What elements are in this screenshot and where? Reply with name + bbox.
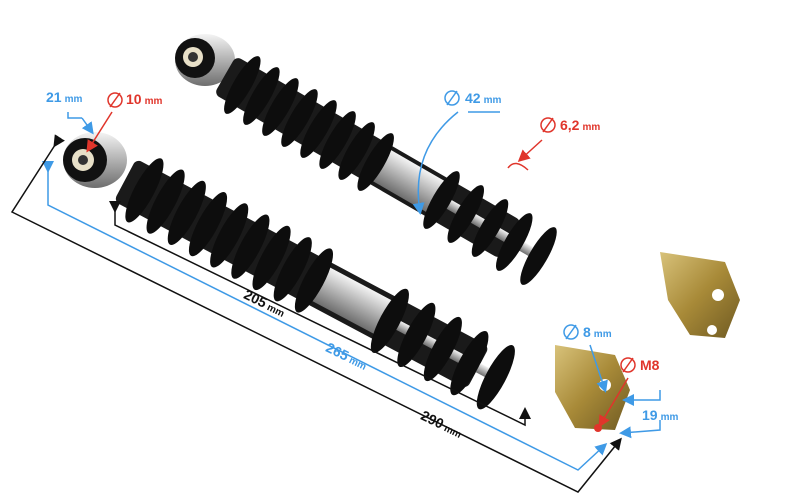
dim-fork-width-lines	[619, 390, 661, 439]
front-shock-top-eye	[63, 132, 127, 188]
label-spring-diameter-unit: mm	[483, 95, 502, 106]
label-eye-bore-unit: mm	[144, 96, 163, 107]
label-wire-diameter-unit: mm	[582, 122, 601, 133]
dim-wire-diameter-lines	[507, 117, 556, 171]
label-fork-slot-unit: mm	[593, 329, 612, 340]
label-wire-diameter-value: 6,2	[560, 117, 580, 133]
label-eye-bore-value: 10	[126, 91, 142, 107]
label-spring-diameter-value: 42	[465, 90, 481, 106]
label-fork-width-value: 19	[642, 407, 658, 423]
dim-overall-length-lines	[10, 134, 622, 493]
rear-shock-top-eye	[175, 34, 235, 86]
dim-eye-width-lines	[67, 112, 94, 135]
label-fork-width-unit: mm	[660, 412, 679, 423]
label-eye-width-unit: mm	[64, 94, 83, 105]
label-fork-slot-value: 8	[583, 324, 591, 340]
label-eye-width-value: 21	[46, 89, 62, 105]
label-fork-thread: M8	[640, 358, 659, 372]
rear-shock-fork-mount	[660, 252, 740, 338]
front-shock-fork-mount	[555, 345, 630, 432]
label-fork-thread-value: M8	[640, 357, 660, 373]
